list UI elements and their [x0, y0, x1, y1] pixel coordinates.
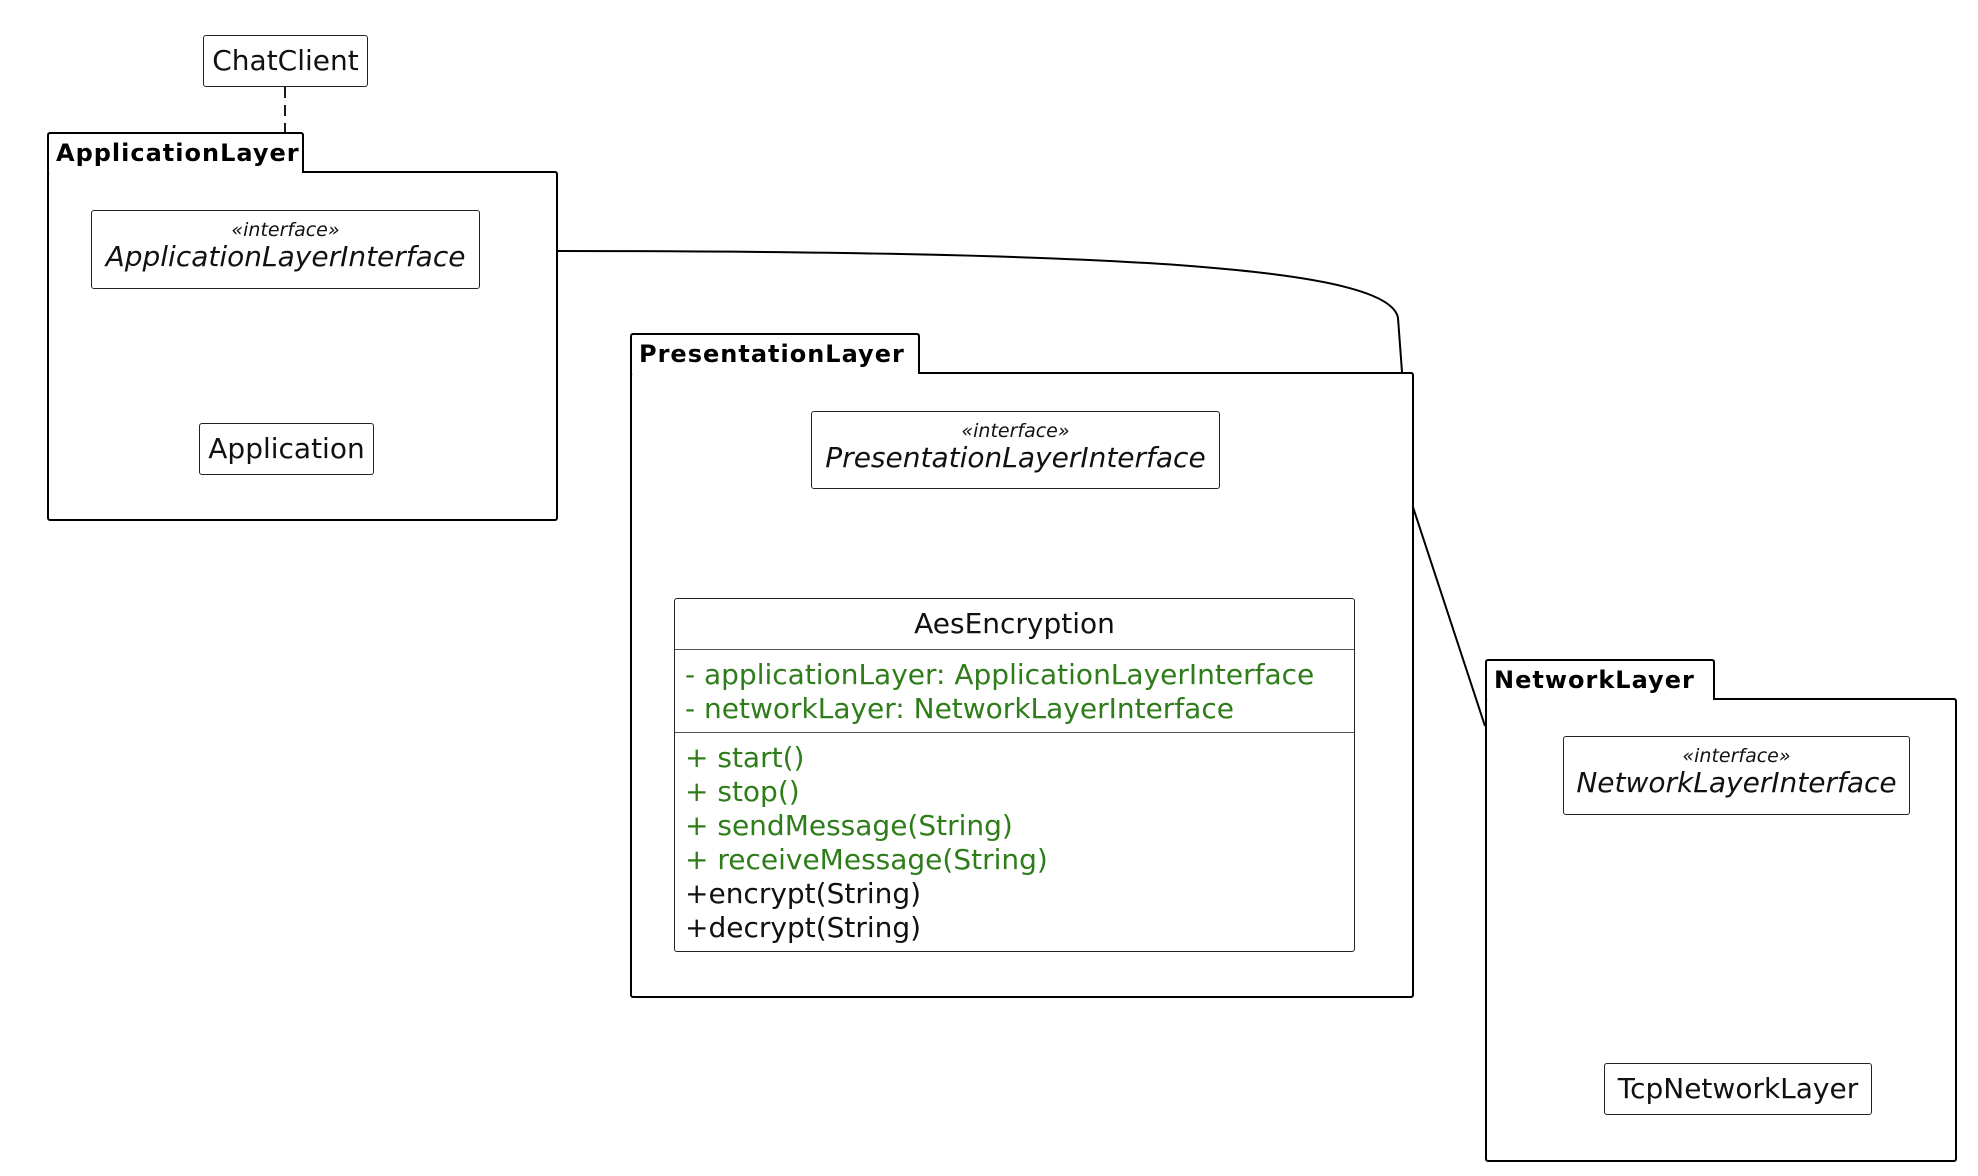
method-stop: + stop()	[685, 775, 800, 808]
method-receive-message: + receiveMessage(String)	[685, 843, 1048, 876]
interface-name: NetworkLayerInterface	[1576, 766, 1897, 799]
fields-compartment: - applicationLayer: ApplicationLayerInte…	[675, 650, 1354, 733]
package-tab-presentation-layer: PresentationLayer	[630, 333, 920, 374]
field-application-layer: - applicationLayer: ApplicationLayerInte…	[685, 658, 1315, 691]
method-send-message: + sendMessage(String)	[685, 809, 1013, 842]
package-tab-application-layer: ApplicationLayer	[47, 132, 304, 173]
field-network-layer: - networkLayer: NetworkLayerInterface	[685, 692, 1234, 725]
stereotype-label: «interface»	[231, 219, 340, 241]
stereotype-label: «interface»	[1682, 745, 1791, 767]
interface-presentation-layer: «interface» PresentationLayerInterface	[811, 411, 1220, 489]
package-link-application-presentation	[555, 250, 1403, 373]
method-encrypt: +encrypt(String)	[685, 877, 922, 910]
class-aes-encryption: AesEncryption - applicationLayer: Applic…	[674, 598, 1355, 952]
package-link-presentation-network	[1408, 494, 1486, 727]
class-application: Application	[199, 423, 374, 475]
package-tab-network-layer: NetworkLayer	[1485, 659, 1715, 700]
class-name: AesEncryption	[675, 599, 1354, 650]
class-chat-client: ChatClient	[203, 35, 368, 87]
stereotype-label: «interface»	[961, 420, 1070, 442]
interface-name: PresentationLayerInterface	[825, 441, 1206, 474]
method-start: + start()	[685, 741, 805, 774]
methods-compartment: + start() + stop() + sendMessage(String)…	[675, 733, 1354, 949]
class-tcp-network-layer: TcpNetworkLayer	[1604, 1063, 1872, 1115]
method-decrypt: +decrypt(String)	[685, 911, 922, 944]
interface-application-layer: «interface» ApplicationLayerInterface	[91, 210, 480, 289]
interface-network-layer: «interface» NetworkLayerInterface	[1563, 736, 1910, 815]
interface-name: ApplicationLayerInterface	[105, 240, 466, 273]
